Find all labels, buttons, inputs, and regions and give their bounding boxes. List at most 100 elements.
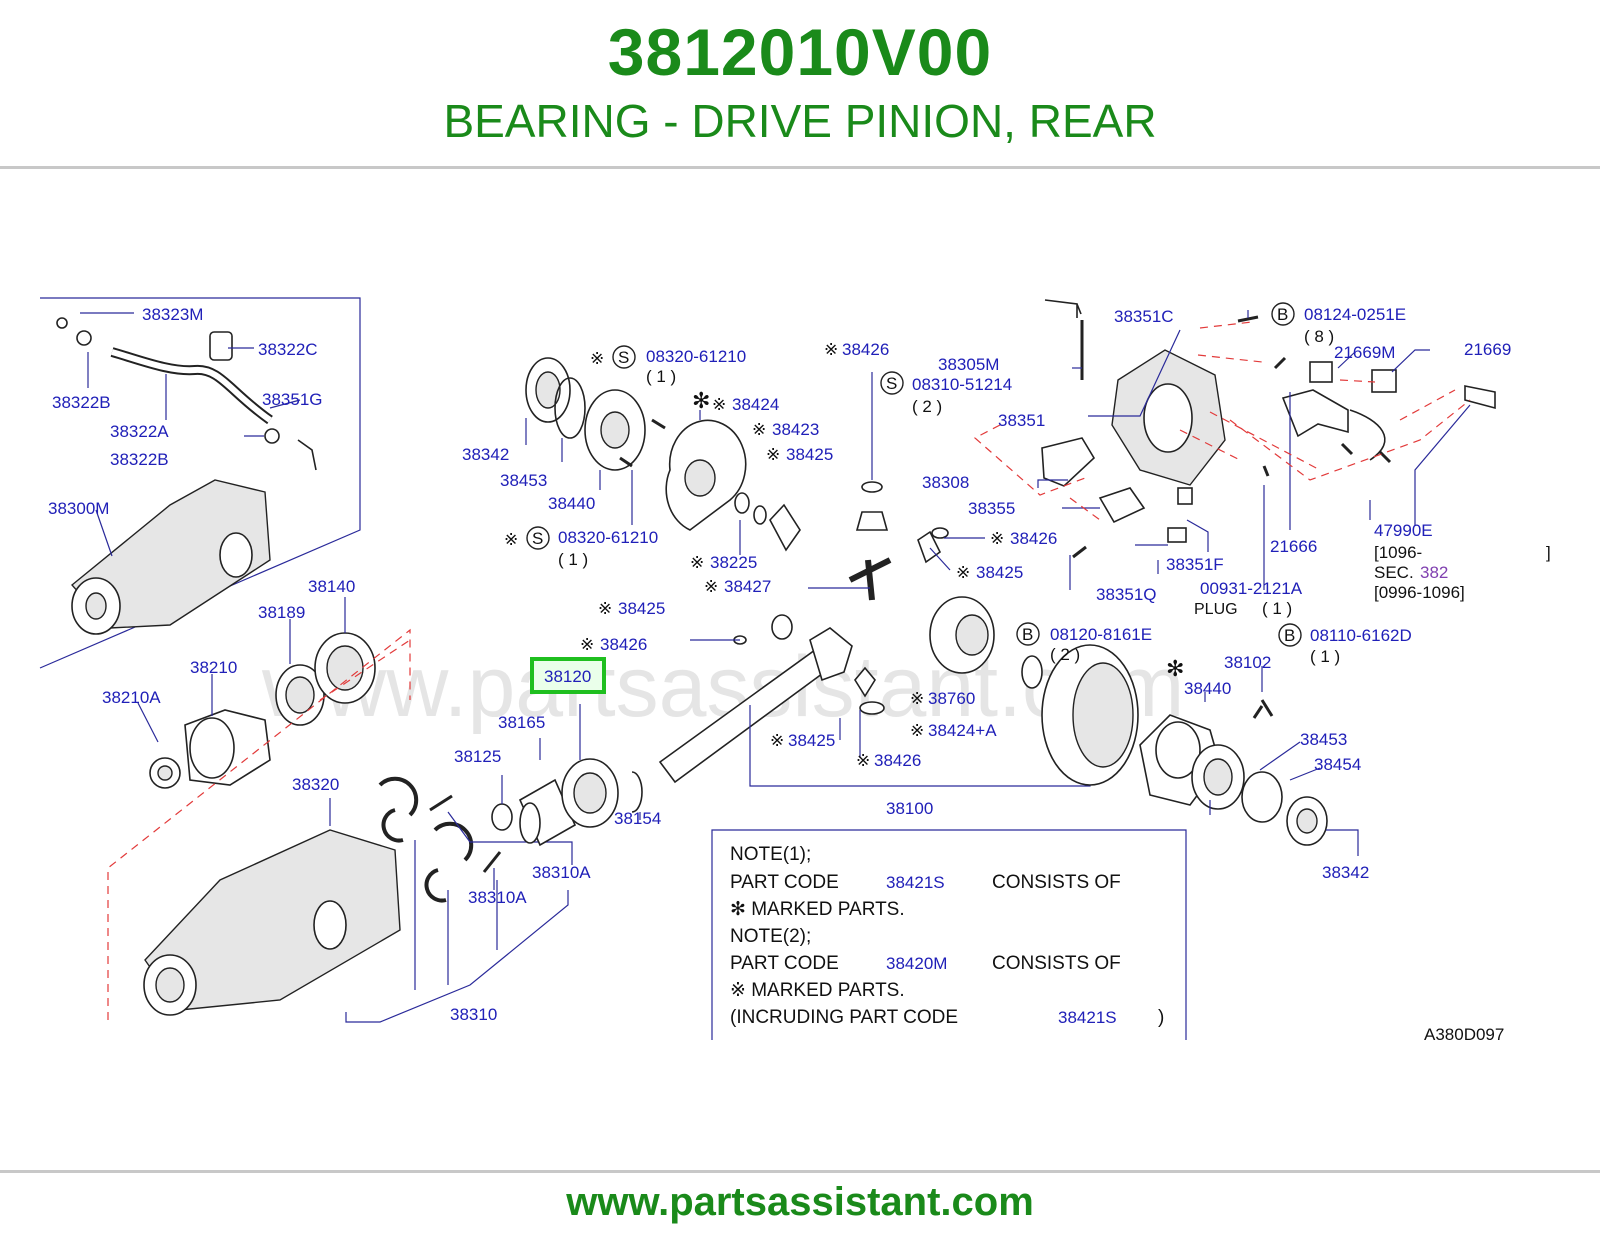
label-38305M[interactable]: 38305M [938,355,999,374]
label-38453-left[interactable]: 38453 [500,471,547,490]
label-00931-2121A[interactable]: 00931-2121A [1200,579,1303,598]
highlight-box-38120 [530,657,606,694]
label-38425-d[interactable]: 38425 [788,731,835,750]
header-divider [0,166,1600,169]
label-38320[interactable]: 38320 [292,775,339,794]
label-38454[interactable]: 38454 [1314,755,1361,774]
drawing-code: A380D097 [1424,1025,1504,1044]
label-38424[interactable]: 38424 [732,395,779,414]
label-38427[interactable]: 38427 [724,577,771,596]
label-38423[interactable]: 38423 [772,420,819,439]
label-08124-0251E[interactable]: 08124-0251E [1304,305,1406,324]
ref-mark: ※ [504,530,518,549]
note2-suffix: CONSISTS OF [992,953,1121,974]
label-38154[interactable]: 38154 [614,809,661,828]
label-38426-c[interactable]: 38426 [1010,529,1057,548]
label-38310[interactable]: 38310 [450,1005,497,1024]
label-38310A-b[interactable]: 38310A [468,888,527,907]
label-21669M[interactable]: 21669M [1334,343,1395,362]
label-08120-8161E[interactable]: 08120-8161E [1050,625,1152,644]
differential-case-group [525,357,801,555]
label-38125[interactable]: 38125 [454,747,501,766]
note2-line3-code[interactable]: 38421S [1058,1008,1117,1027]
qty-08110: ( 1 ) [1310,647,1340,666]
ring-gear-group [1041,644,1359,856]
b-marker-1: B [1277,305,1288,324]
parts-diagram: www.partsassistant.com [39,297,1551,1044]
label-38351G[interactable]: 38351G [262,390,323,409]
note2-line3-prefix: (INCRUDING PART CODE [730,1007,958,1028]
ref-mark: ※ [598,599,612,618]
sec-label: SEC. [1374,563,1414,582]
note2-prefix: PART CODE [730,953,839,974]
note2-line2: ※ MARKED PARTS. [730,980,905,1001]
label-38351C[interactable]: 38351C [1114,307,1174,326]
ref-mark: ※ [766,445,780,464]
label-38351F[interactable]: 38351F [1166,555,1224,574]
label-38425-a[interactable]: 38425 [786,445,833,464]
b-marker-2: B [1022,625,1033,644]
ref-mark: ※ [856,751,870,770]
label-38426-top[interactable]: 38426 [842,340,889,359]
label-38425-c[interactable]: 38425 [976,563,1023,582]
label-38225[interactable]: 38225 [710,553,757,572]
label-38165[interactable]: 38165 [498,713,545,732]
note1-title: NOTE(1); [730,844,811,865]
label-38342-right[interactable]: 38342 [1322,863,1369,882]
label-08310-51214[interactable]: 08310-51214 [912,375,1012,394]
label-38140[interactable]: 38140 [308,577,355,596]
label-47990E[interactable]: 47990E [1374,521,1433,540]
diff-carrier-assembly-38300M [70,479,271,635]
label-38426-d[interactable]: 38426 [874,751,921,770]
label-38323M[interactable]: 38323M [142,305,203,324]
part-number-heading: 3812010V00 [607,15,993,89]
label-08320-61210-a[interactable]: 08320-61210 [646,347,746,366]
label-38120[interactable]: 38120 [544,667,591,686]
label-38322A[interactable]: 38322A [110,422,169,441]
label-21666[interactable]: 21666 [1270,537,1317,556]
label-38426-b[interactable]: 38426 [600,635,647,654]
plug-label: PLUG [1194,601,1238,618]
label-38322B[interactable]: 38322B [52,393,111,412]
label-38310A-a[interactable]: 38310A [532,863,591,882]
label-38322B-2[interactable]: 38322B [110,450,169,469]
label-38210[interactable]: 38210 [190,658,237,677]
label-08110-6162D[interactable]: 08110-6162D [1310,626,1412,645]
label-38308[interactable]: 38308 [922,473,969,492]
label-38760[interactable]: 38760 [928,689,975,708]
note1-code[interactable]: 38421S [886,873,945,892]
note2-code[interactable]: 38420M [886,954,947,973]
ref-mark: ※ [712,395,726,414]
label-38453-right[interactable]: 38453 [1300,730,1347,749]
label-38425-b[interactable]: 38425 [618,599,665,618]
label-38424-A[interactable]: 38424+A [928,721,997,740]
label-38100[interactable]: 38100 [886,799,933,818]
diff-housing-38310 [143,776,573,1023]
label-38342-left[interactable]: 38342 [462,445,509,464]
label-38102[interactable]: 38102 [1224,653,1271,672]
label-38440-left[interactable]: 38440 [548,494,595,513]
qty-08320-b: ( 1 ) [558,550,588,569]
s-marker-2: S [532,529,543,548]
label-38322C[interactable]: 38322C [258,340,318,359]
label-08320-61210-b[interactable]: 08320-61210 [558,528,658,547]
pinion-mate-gears [690,372,1043,758]
qty-08310: ( 2 ) [912,397,942,416]
note1-prefix: PART CODE [730,872,839,893]
label-21669[interactable]: 21669 [1464,340,1511,359]
label-38355[interactable]: 38355 [968,499,1015,518]
label-38351[interactable]: 38351 [998,411,1045,430]
label-38351Q[interactable]: 38351Q [1096,585,1157,604]
label-38189[interactable]: 38189 [258,603,305,622]
label-38210A[interactable]: 38210A [102,688,161,707]
note1-line2: ✻ MARKED PARTS. [730,899,905,920]
label-38440-right[interactable]: 38440 [1184,679,1231,698]
part-labels: 38323M 38322C 38322B 38351G 38322A 38322… [48,305,1551,1044]
star-mark: ✻ [692,388,710,413]
note1-suffix: CONSISTS OF [992,872,1121,893]
label-38300M[interactable]: 38300M [48,499,109,518]
note2-title: NOTE(2); [730,926,811,947]
sec-link-382[interactable]: 382 [1420,563,1448,582]
footer-site-link[interactable]: www.partsassistant.com [566,1180,1034,1224]
range-1096: [1096- [1374,543,1422,562]
